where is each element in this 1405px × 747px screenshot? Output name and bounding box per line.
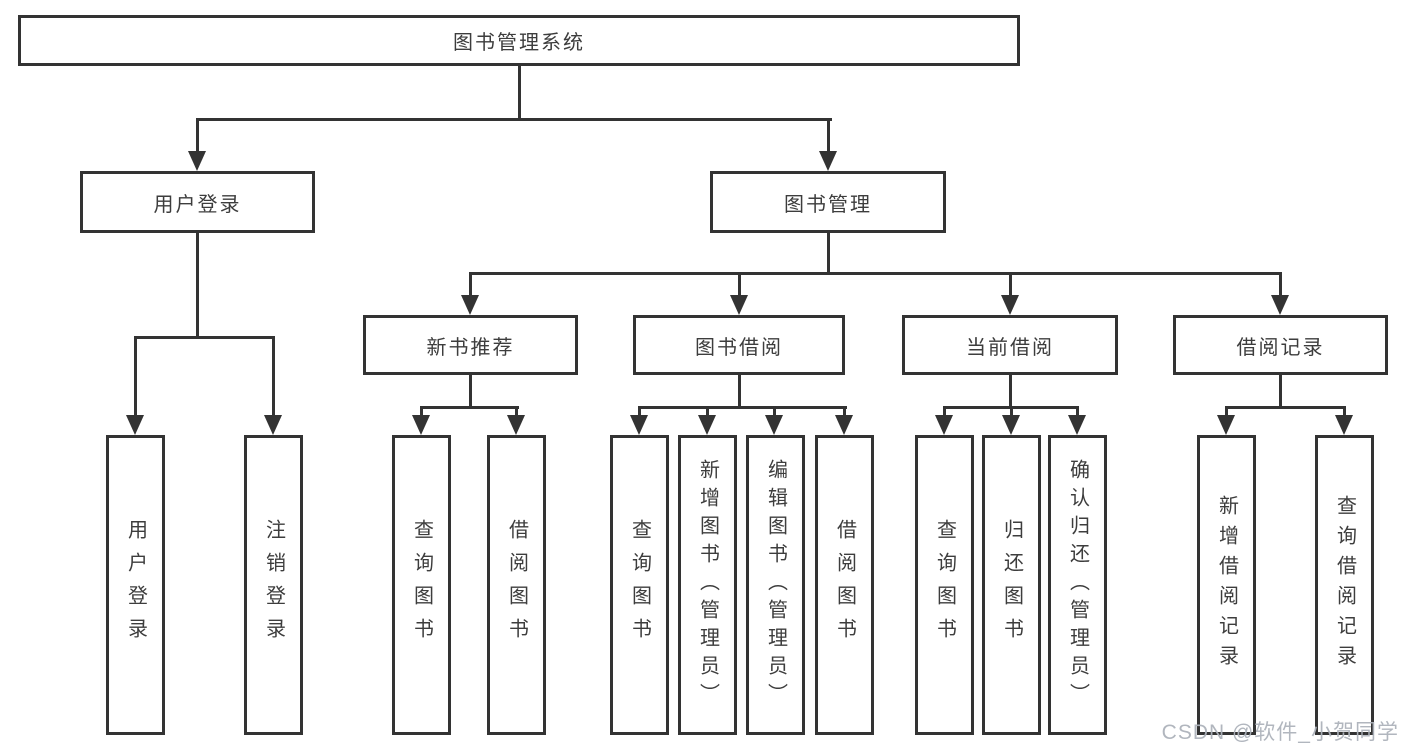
arrowhead-down-icon <box>835 415 853 435</box>
arrowhead-down-icon <box>1068 415 1086 435</box>
connector-line <box>1343 406 1346 417</box>
connector-line <box>1279 375 1282 409</box>
connector-line <box>134 336 137 418</box>
connector-line <box>420 406 423 417</box>
leaf-logout: 注销登录 <box>244 435 303 735</box>
connector-line <box>706 406 709 417</box>
arrowhead-down-icon <box>765 415 783 435</box>
arrowhead-down-icon <box>188 151 206 171</box>
arrowhead-down-icon <box>507 415 525 435</box>
leaf-return-books-label: 归还图书 <box>1000 519 1023 651</box>
arrowhead-down-icon <box>630 415 648 435</box>
node-user-login-label: 用户登录 <box>153 193 242 216</box>
arrowhead-down-icon <box>1217 415 1235 435</box>
leaf-user-login: 用户登录 <box>106 435 165 735</box>
arrowhead-down-icon <box>1335 415 1353 435</box>
connector-line <box>196 233 199 339</box>
node-new-book-recommend: 新书推荐 <box>363 315 578 375</box>
node-new-book-recommend-label: 新书推荐 <box>426 336 515 359</box>
leaf-user-login-label: 用户登录 <box>124 519 147 651</box>
leaf-newbooks-query-books-label: 查询图书 <box>410 519 433 651</box>
leaf-return-books: 归还图书 <box>982 435 1041 735</box>
connector-line <box>1279 272 1282 298</box>
arrowhead-down-icon <box>698 415 716 435</box>
node-borrow-records: 借阅记录 <box>1173 315 1388 375</box>
arrowhead-down-icon <box>264 415 282 435</box>
connector-line <box>518 66 521 121</box>
connector-line <box>469 272 472 298</box>
node-root: 图书管理系统 <box>18 15 1020 66</box>
connector-line <box>515 406 518 417</box>
leaf-newbooks-borrow-books-label: 借阅图书 <box>505 519 528 651</box>
arrowhead-down-icon <box>730 295 748 315</box>
node-book-borrow: 图书借阅 <box>633 315 845 375</box>
connector-line <box>827 233 830 275</box>
leaf-newbooks-borrow-books: 借阅图书 <box>487 435 546 735</box>
leaf-current-query-books-label: 查询图书 <box>933 519 956 651</box>
connector-line <box>1225 406 1346 409</box>
leaf-logout-label: 注销登录 <box>262 519 285 651</box>
arrowhead-down-icon <box>819 151 837 171</box>
node-book-borrow-label: 图书借阅 <box>695 336 783 359</box>
arrowhead-down-icon <box>1001 295 1019 315</box>
leaf-add-books-admin-label: 新增图书（管理员） <box>696 459 719 711</box>
connector-line <box>134 336 275 339</box>
connector-line <box>773 406 776 417</box>
leaf-confirm-return-admin-label: 确认归还（管理员） <box>1066 459 1089 711</box>
connector-line <box>638 406 847 409</box>
csdn-watermark: CSDN @软件_小贺同学 <box>1161 721 1399 744</box>
leaf-borrow-query-books: 查询图书 <box>610 435 669 735</box>
connector-line <box>469 272 1282 275</box>
leaf-add-borrow-record: 新增借阅记录 <box>1197 435 1256 735</box>
connector-line <box>1225 406 1228 417</box>
node-user-login: 用户登录 <box>80 171 315 233</box>
connector-line <box>420 406 519 409</box>
leaf-add-books-admin: 新增图书（管理员） <box>678 435 737 735</box>
connector-line <box>196 118 199 154</box>
leaf-add-borrow-record-label: 新增借阅记录 <box>1215 495 1238 675</box>
arrowhead-down-icon <box>412 415 430 435</box>
connector-line <box>738 375 741 409</box>
connector-line <box>738 272 741 298</box>
arrowhead-down-icon <box>935 415 953 435</box>
leaf-query-borrow-record-label: 查询借阅记录 <box>1333 495 1356 675</box>
leaf-query-borrow-record: 查询借阅记录 <box>1315 435 1374 735</box>
connector-line <box>196 118 832 121</box>
arrowhead-down-icon <box>1271 295 1289 315</box>
connector-line <box>1076 406 1079 417</box>
node-borrow-records-label: 借阅记录 <box>1236 336 1325 359</box>
leaf-borrow-borrow-books-label: 借阅图书 <box>833 519 856 651</box>
connector-line <box>843 406 846 417</box>
node-book-management-label: 图书管理 <box>784 193 872 216</box>
node-current-borrow: 当前借阅 <box>902 315 1118 375</box>
node-root-label: 图书管理系统 <box>453 32 585 54</box>
connector-line <box>272 336 275 418</box>
connector-line <box>1010 406 1013 417</box>
leaf-edit-books-admin-label: 编辑图书（管理员） <box>764 459 787 711</box>
leaf-newbooks-query-books: 查询图书 <box>392 435 451 735</box>
leaf-edit-books-admin: 编辑图书（管理员） <box>746 435 805 735</box>
connector-line <box>827 118 830 154</box>
node-current-borrow-label: 当前借阅 <box>966 336 1054 359</box>
connector-line <box>638 406 641 417</box>
connector-line <box>1009 272 1012 298</box>
arrowhead-down-icon <box>1002 415 1020 435</box>
leaf-borrow-borrow-books: 借阅图书 <box>815 435 874 735</box>
leaf-borrow-query-books-label: 查询图书 <box>628 519 651 651</box>
arrowhead-down-icon <box>461 295 479 315</box>
connector-line <box>469 375 472 409</box>
connector-line <box>1009 375 1012 409</box>
node-book-management: 图书管理 <box>710 171 946 233</box>
leaf-current-query-books: 查询图书 <box>915 435 974 735</box>
leaf-confirm-return-admin: 确认归还（管理员） <box>1048 435 1107 735</box>
connector-line <box>943 406 946 417</box>
arrowhead-down-icon <box>126 415 144 435</box>
